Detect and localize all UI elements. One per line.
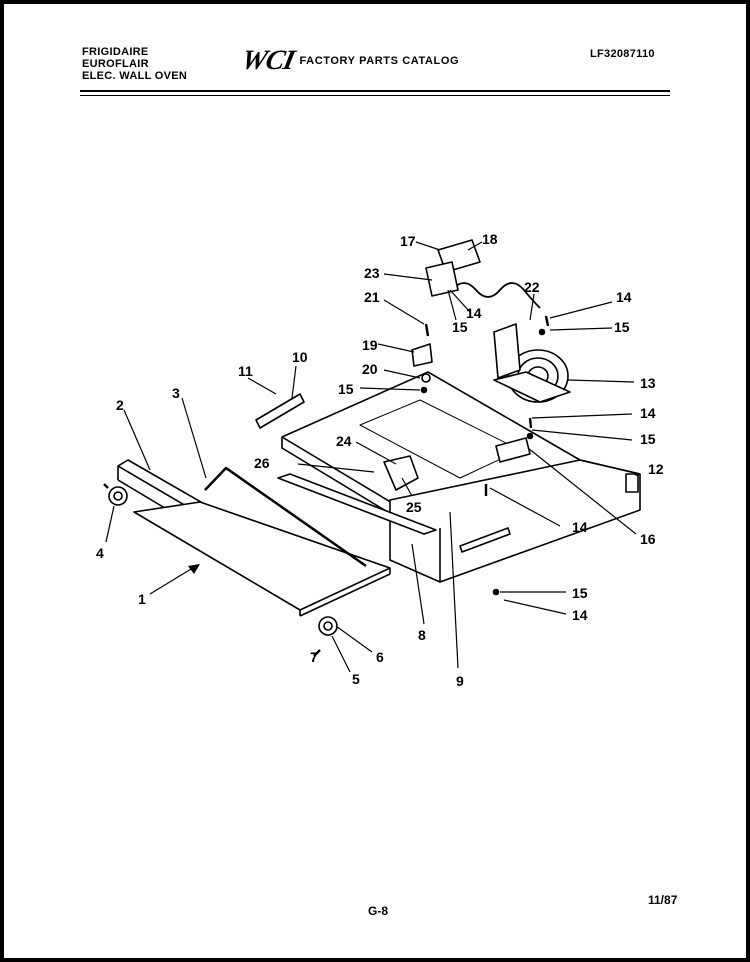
callout-22: 22 xyxy=(524,279,540,295)
hinge-bracket xyxy=(255,393,305,429)
brand-block: FRIGIDAIRE EUROFLAIR ELEC. WALL OVEN xyxy=(82,46,187,82)
page-code: G-8 xyxy=(368,904,389,918)
callout-10: 10 xyxy=(292,349,308,365)
callout-23: 23 xyxy=(364,265,380,281)
support-rod xyxy=(204,466,367,568)
catalog-title: FACTORY PARTS CATALOG xyxy=(299,55,460,67)
callout-14a: 14 xyxy=(616,289,632,305)
callout-4: 4 xyxy=(96,545,104,561)
callout-1: 1 xyxy=(138,591,146,607)
callout-9: 9 xyxy=(456,673,464,689)
brand-line-1: FRIGIDAIRE xyxy=(82,46,149,58)
callout-14e: 14 xyxy=(572,607,588,623)
callout-15d: 15 xyxy=(640,431,656,447)
callout-15e: 15 xyxy=(572,585,588,601)
knob-right xyxy=(318,616,338,636)
callout-15c: 15 xyxy=(338,381,354,397)
callout-26: 26 xyxy=(254,455,270,471)
callout-14d: 14 xyxy=(572,519,588,535)
callout-14b: 14 xyxy=(466,305,482,321)
callout-13: 13 xyxy=(640,375,656,391)
brand-line-3: ELEC. WALL OVEN xyxy=(82,70,188,82)
callout-7: 7 xyxy=(310,649,318,665)
callout-14c: 14 xyxy=(640,405,656,421)
callout-11: 11 xyxy=(238,363,253,379)
catalog-number: LF32087110 xyxy=(590,48,655,60)
callout-19: 19 xyxy=(362,337,378,353)
callout-2: 2 xyxy=(116,397,124,413)
callout-8: 8 xyxy=(418,627,426,643)
callout-17: 17 xyxy=(400,233,416,249)
brand-line-2: EUROFLAIR xyxy=(82,58,149,70)
callout-16: 16 xyxy=(640,531,656,547)
revision-date: 11/87 xyxy=(648,893,678,907)
callout-25: 25 xyxy=(406,499,422,515)
header-rule-thin xyxy=(80,95,670,96)
callout-3: 3 xyxy=(172,385,180,401)
callout-20: 20 xyxy=(362,361,378,377)
knob-left xyxy=(108,486,128,506)
callout-18: 18 xyxy=(482,231,498,247)
callout-6: 6 xyxy=(376,649,384,665)
callout-12: 12 xyxy=(648,461,664,477)
callout-5: 5 xyxy=(352,671,360,687)
catalog-logo: WCI FACTORY PARTS CATALOG xyxy=(239,45,460,76)
callout-24: 24 xyxy=(336,433,352,449)
callout-21: 21 xyxy=(364,289,380,305)
callout-15b: 15 xyxy=(452,319,468,335)
header-rule xyxy=(80,90,670,92)
callout-15a: 15 xyxy=(614,319,630,335)
